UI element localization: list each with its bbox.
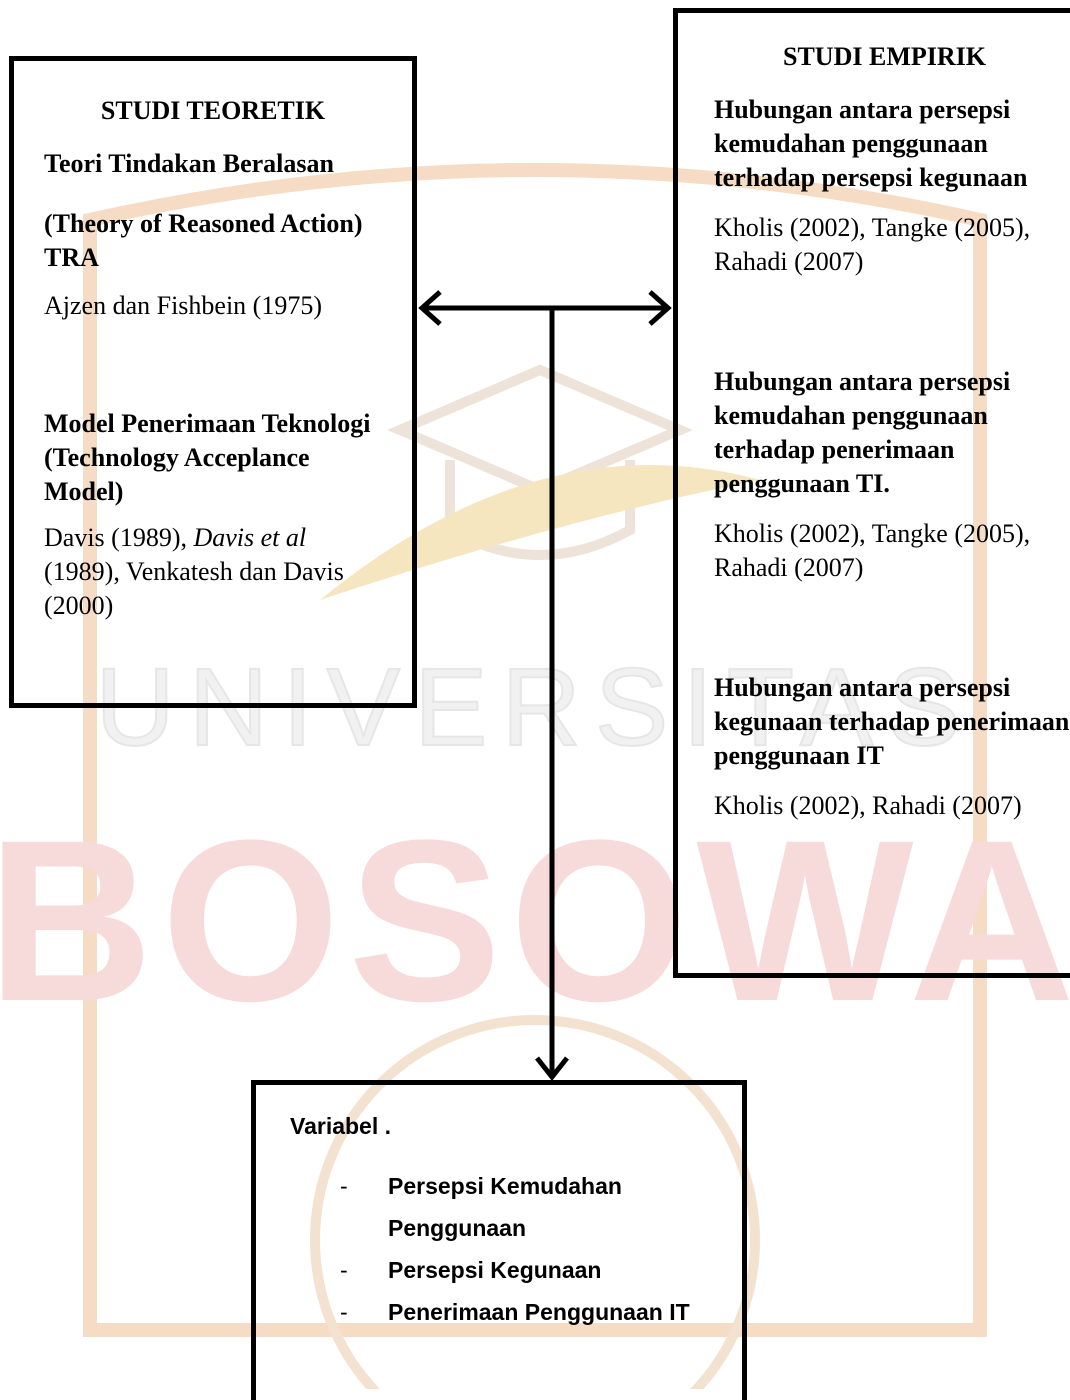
- theoretical-study-box: STUDI TEOREТIK Teori Tindakan Beralasan …: [9, 56, 417, 708]
- variable-item: - Persepsi Kegunaan: [290, 1249, 708, 1291]
- variable-label: Penerimaan Penggunaan IT: [388, 1299, 690, 1325]
- empirical-item-title: Hubungan antara persepsi kemudahan pengg…: [714, 367, 1011, 498]
- empirical-study-header: STUDI EMPIRIK: [783, 42, 986, 71]
- empirical-item-refs: Kholis (2002), Rahadi (2007): [714, 791, 1022, 820]
- model-references: Davis (1989), Davis et al (1989), Venkat…: [44, 521, 382, 623]
- theory-subtitle: (Theory of Reasoned Action) TRA: [44, 209, 363, 272]
- empirical-item-title: Hubungan antara persepsi kemudahan pengg…: [714, 95, 1028, 192]
- empirical-item-refs: Kholis (2002), Tangke (2005), Rahadi (20…: [714, 519, 1031, 582]
- list-dash: -: [340, 1257, 348, 1283]
- left-arrowhead: [418, 290, 442, 326]
- model-ref-part-b: (1989), Venkatesh dan Davis (2000): [44, 557, 344, 620]
- list-dash: -: [340, 1173, 348, 1199]
- model-ref-part-a: Davis (1989),: [44, 523, 194, 552]
- variable-label: Persepsi Kegunaan: [388, 1257, 602, 1283]
- theory-title: Teori Tindakan Beralasan: [44, 149, 334, 178]
- empirical-study-box: STUDI EMPIRIK Hubungan antara persepsi k…: [673, 8, 1070, 978]
- right-arrowhead: [648, 290, 672, 326]
- variables-list: - Persepsi Kemudahan Penggunaan - Persepsi…: [290, 1165, 708, 1333]
- model-title: Model Penerimaan Teknologi (Technology A…: [44, 409, 371, 506]
- variable-item: - Persepsi Kemudahan Penggunaan: [290, 1165, 708, 1249]
- variables-title: Variabel .: [290, 1113, 392, 1139]
- variables-box: Variabel . - Persepsi Kemudahan Penggunaa…: [251, 1080, 747, 1400]
- theory-authors: Ajzen dan Fishbein (1975): [44, 291, 323, 320]
- empirical-item-refs: Kholis (2002), Tangke (2005), Rahadi (20…: [714, 213, 1031, 276]
- watermark-line2: BOSOWA: [0, 792, 1070, 1049]
- variable-label: Persepsi Kemudahan Penggunaan: [388, 1173, 622, 1241]
- theoretical-study-header: STUDI TEOREТIK: [100, 96, 326, 125]
- variable-item: - Penerimaan Penggunaan IT: [290, 1291, 708, 1333]
- list-dash: -: [340, 1299, 348, 1325]
- down-arrowhead: [535, 1056, 569, 1082]
- empirical-item-title: Hubungan antara persepsi kegunaan terhad…: [714, 673, 1070, 770]
- model-ref-italic: Davis et al: [193, 523, 307, 552]
